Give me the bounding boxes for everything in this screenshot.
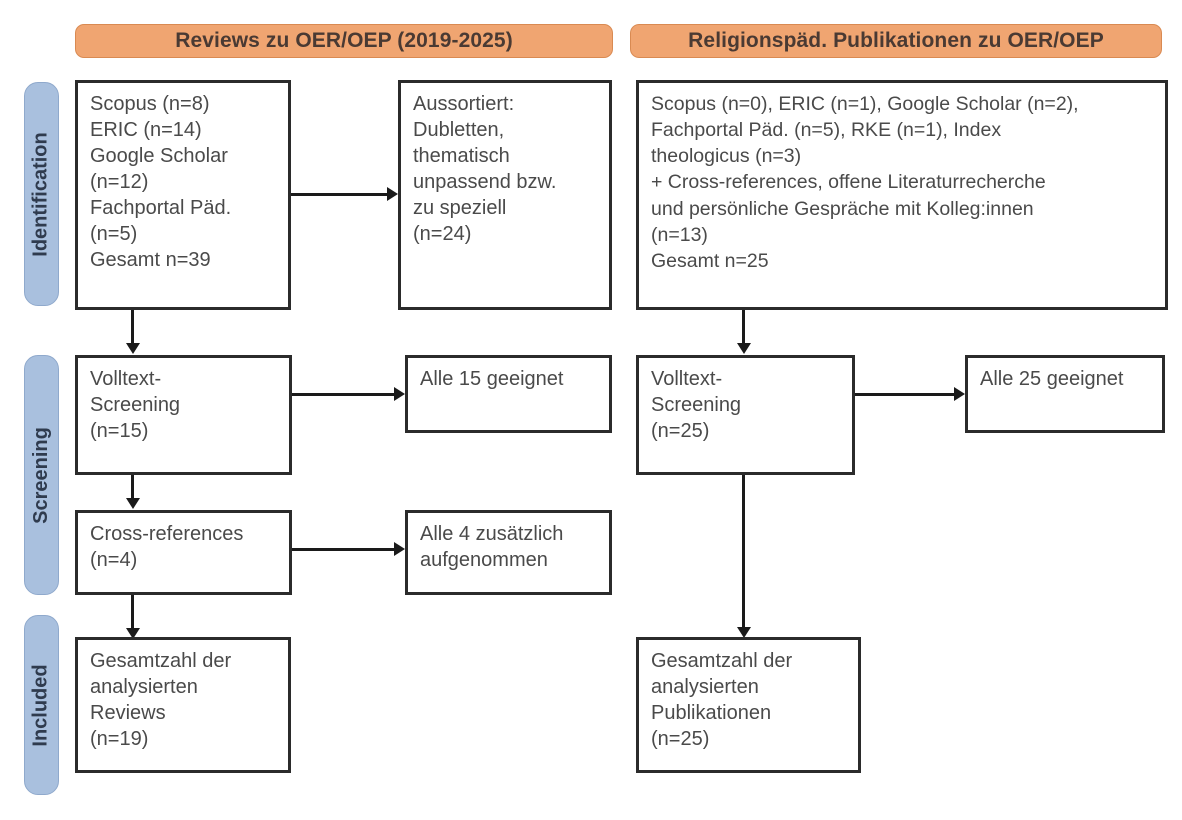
box-left-cross-references-result: Alle 4 zusätzlich aufgenommen	[405, 510, 612, 595]
line: analysierten	[90, 676, 198, 698]
line: Scopus (n=0), ERIC (n=1), Google Scholar…	[651, 93, 1079, 115]
line: Alle 15 geeignet	[420, 368, 564, 390]
line: Fachportal Päd. (n=5), RKE (n=1), Index	[651, 119, 1002, 142]
line: unpassend bzw.	[413, 171, 557, 193]
box-left-cross-references: Cross-references (n=4)	[75, 510, 292, 595]
connector-right-screening-to-included	[742, 475, 745, 627]
arrow-left-screening-to-result	[394, 387, 405, 401]
line: theologicus (n=3)	[651, 145, 802, 168]
arrow-right-screening-to-included	[737, 627, 751, 638]
line: Fachportal Päd.	[90, 197, 232, 219]
stage-tab-screening: Screening	[24, 355, 59, 595]
line: (n=13)	[651, 223, 708, 246]
line: Alle 25 geeignet	[980, 368, 1124, 390]
line: (n=24)	[413, 223, 472, 245]
arrow-left-crossrefs-to-result	[394, 542, 405, 556]
box-left-fulltext-result: Alle 15 geeignet	[405, 355, 612, 433]
stage-tab-included-label: Included	[30, 663, 53, 747]
line: Gesamt n=25	[651, 249, 769, 272]
arrow-right-sources-to-screening	[737, 343, 751, 354]
line: analysierten	[651, 676, 759, 698]
line: Gesamtzahl der	[90, 650, 232, 672]
box-left-included-total: Gesamtzahl der analysierten Reviews (n=1…	[75, 637, 291, 773]
line: und persönliche Gespräche mit Kolleg:inn…	[651, 197, 1034, 220]
line: (n=19)	[90, 728, 149, 750]
line: (n=25)	[651, 728, 710, 750]
connector-left-screening-to-crossrefs	[131, 475, 134, 498]
line: Scopus (n=8)	[90, 93, 210, 115]
line: (n=15)	[90, 420, 149, 442]
line: Gesamt n=39	[90, 249, 211, 271]
connector-left-crossrefs-to-included	[131, 595, 134, 628]
line: Publikationen	[651, 702, 772, 724]
arrow-left-sources-to-excluded	[387, 187, 398, 201]
line: + Cross-references, offene Literaturrech…	[651, 171, 1046, 194]
line: thematisch	[413, 145, 510, 167]
column-header-right: Religionspäd. Publikationen zu OER/OEP	[630, 24, 1162, 58]
line: Volltext-	[651, 368, 723, 390]
line: Screening	[651, 394, 742, 416]
line: ERIC (n=14)	[90, 119, 202, 141]
box-left-fulltext-screening: Volltext- Screening (n=15)	[75, 355, 292, 475]
arrow-left-sources-to-screening	[126, 343, 140, 354]
line: Alle 4 zusätzlich	[420, 523, 564, 545]
box-right-fulltext-result: Alle 25 geeignet	[965, 355, 1165, 433]
connector-left-sources-to-excluded	[291, 193, 387, 196]
stage-tab-identification: Identification	[24, 82, 59, 306]
line: zu speziell	[413, 197, 507, 219]
line: Volltext-	[90, 368, 162, 390]
stage-tab-screening-label: Screening	[30, 426, 53, 524]
line: Reviews	[90, 702, 166, 724]
arrow-right-screening-to-result	[954, 387, 965, 401]
box-left-identification-sources: Scopus (n=8) ERIC (n=14) Google Scholar …	[75, 80, 291, 310]
box-right-identification-sources: Scopus (n=0), ERIC (n=1), Google Scholar…	[636, 80, 1168, 310]
line: Google Scholar	[90, 145, 228, 167]
connector-left-sources-to-screening	[131, 310, 134, 343]
column-header-right-label: Religionspäd. Publikationen zu OER/OEP	[688, 29, 1104, 52]
line: Cross-references	[90, 523, 244, 545]
connector-right-screening-to-result	[855, 393, 954, 396]
connector-left-crossrefs-to-result	[292, 548, 394, 551]
line: (n=25)	[651, 420, 710, 442]
line: Aussortiert:	[413, 93, 515, 115]
line: (n=4)	[90, 549, 138, 571]
line: (n=5)	[90, 223, 138, 245]
connector-right-sources-to-screening	[742, 310, 745, 343]
column-header-left: Reviews zu OER/OEP (2019-2025)	[75, 24, 613, 58]
line: Screening	[90, 394, 181, 416]
line: aufgenommen	[420, 549, 548, 571]
box-right-fulltext-screening: Volltext- Screening (n=25)	[636, 355, 855, 475]
line: (n=12)	[90, 171, 149, 193]
stage-tab-identification-label: Identification	[30, 131, 53, 257]
arrow-left-crossrefs-to-included	[126, 628, 140, 639]
stage-tab-included: Included	[24, 615, 59, 795]
connector-left-screening-to-result	[292, 393, 394, 396]
line: Gesamtzahl der	[651, 650, 793, 672]
line: Dubletten,	[413, 119, 505, 141]
column-header-left-label: Reviews zu OER/OEP (2019-2025)	[175, 29, 513, 52]
box-left-excluded: Aussortiert: Dubletten, thematisch unpas…	[398, 80, 612, 310]
arrow-left-screening-to-crossrefs	[126, 498, 140, 509]
box-right-included-total: Gesamtzahl der analysierten Publikatione…	[636, 637, 861, 773]
